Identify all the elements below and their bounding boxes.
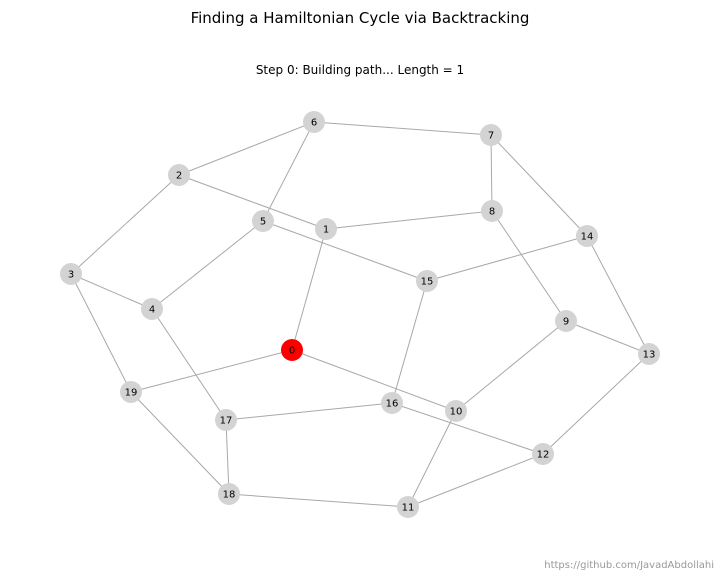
node-label: 15 xyxy=(421,277,434,288)
edge-12-16 xyxy=(391,402,544,455)
node-12: 12 xyxy=(532,443,554,465)
node-label: 4 xyxy=(149,305,155,316)
edge-9-13 xyxy=(565,320,650,355)
node-label: 16 xyxy=(386,399,399,410)
node-circle xyxy=(480,124,502,146)
node-circle xyxy=(638,343,660,365)
node-label: 3 xyxy=(68,270,74,281)
node-18: 18 xyxy=(218,483,240,505)
edge-6-7 xyxy=(313,121,492,136)
node-label: 8 xyxy=(489,207,495,218)
edge-10-11 xyxy=(407,410,457,508)
edge-7-14 xyxy=(490,134,588,237)
node-label: 7 xyxy=(488,131,494,142)
node-circle xyxy=(252,210,274,232)
node-16: 16 xyxy=(381,392,403,414)
node-label: 13 xyxy=(643,350,656,361)
edge-0-1 xyxy=(291,228,327,351)
edge-15-16 xyxy=(391,280,428,404)
node-label: 11 xyxy=(402,503,415,514)
edge-14-15 xyxy=(426,235,588,282)
edge-16-17 xyxy=(225,402,393,421)
node-circle xyxy=(120,381,142,403)
edge-3-19 xyxy=(70,273,132,393)
node-circle xyxy=(416,270,438,292)
edge-5-15 xyxy=(262,220,428,282)
node-label: 2 xyxy=(176,171,182,182)
node-17: 17 xyxy=(215,409,237,431)
node-2: 2 xyxy=(168,164,190,186)
node-1: 1 xyxy=(315,218,337,240)
node-3: 3 xyxy=(60,263,82,285)
node-19: 19 xyxy=(120,381,142,403)
node-0: 0 xyxy=(281,339,303,361)
node-circle xyxy=(397,496,419,518)
edge-12-13 xyxy=(542,353,650,455)
edge-7-8 xyxy=(490,134,493,212)
node-4: 4 xyxy=(141,298,163,320)
node-circle xyxy=(481,200,503,222)
edge-0-10 xyxy=(291,349,457,412)
edge-3-4 xyxy=(70,273,153,310)
edge-17-18 xyxy=(225,419,230,495)
node-label: 1 xyxy=(323,225,329,236)
edge-4-5 xyxy=(151,220,264,310)
node-circle xyxy=(532,443,554,465)
edge-13-14 xyxy=(586,235,650,355)
edge-0-19 xyxy=(130,349,293,393)
watermark-link: https://github.com/JavadAbdollahi xyxy=(544,560,714,571)
edge-5-6 xyxy=(262,121,315,222)
node-5: 5 xyxy=(252,210,274,232)
node-label: 17 xyxy=(220,416,233,427)
node-circle xyxy=(303,111,325,133)
node-label: 18 xyxy=(223,490,236,501)
node-circle xyxy=(555,310,577,332)
edge-2-6 xyxy=(178,121,315,176)
node-circle xyxy=(445,400,467,422)
node-circle xyxy=(141,298,163,320)
node-label: 19 xyxy=(125,388,138,399)
node-11: 11 xyxy=(397,496,419,518)
edge-8-9 xyxy=(491,210,567,322)
node-circle xyxy=(60,263,82,285)
node-9: 9 xyxy=(555,310,577,332)
edge-11-18 xyxy=(228,493,409,508)
node-label: 0 xyxy=(289,346,295,357)
node-circle xyxy=(218,483,240,505)
node-circle xyxy=(576,225,598,247)
node-14: 14 xyxy=(576,225,598,247)
node-8: 8 xyxy=(481,200,503,222)
node-6: 6 xyxy=(303,111,325,133)
node-circle xyxy=(315,218,337,240)
node-10: 10 xyxy=(445,400,467,422)
step-status: Step 0: Building path... Length = 1 xyxy=(255,63,465,77)
node-circle xyxy=(215,409,237,431)
edge-1-8 xyxy=(325,210,493,230)
node-label: 9 xyxy=(563,317,569,328)
node-label: 10 xyxy=(450,407,463,418)
edge-4-17 xyxy=(151,308,227,421)
edges-layer xyxy=(70,121,650,508)
node-label: 12 xyxy=(537,450,550,461)
node-label: 5 xyxy=(260,217,266,228)
chart-title: Finding a Hamiltonian Cycle via Backtrac… xyxy=(190,9,530,27)
node-7: 7 xyxy=(480,124,502,146)
node-circle xyxy=(168,164,190,186)
edge-11-12 xyxy=(407,453,544,508)
node-15: 15 xyxy=(416,270,438,292)
edge-18-19 xyxy=(130,391,230,495)
edge-1-2 xyxy=(178,174,327,230)
edge-9-10 xyxy=(455,320,567,412)
node-label: 6 xyxy=(311,118,317,129)
node-label: 14 xyxy=(581,232,594,243)
edge-2-3 xyxy=(70,174,180,275)
node-13: 13 xyxy=(638,343,660,365)
node-circle xyxy=(281,339,303,361)
node-circle xyxy=(381,392,403,414)
